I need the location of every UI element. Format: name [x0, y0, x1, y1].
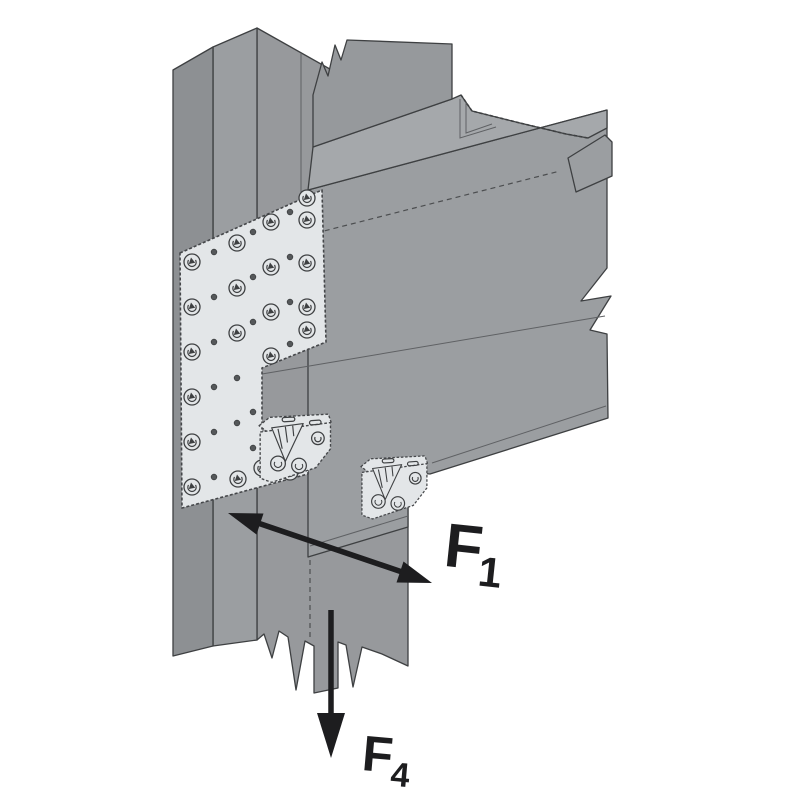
screw [262, 347, 280, 365]
f1-arrow-head-right [396, 561, 432, 583]
screw [228, 234, 246, 252]
screw [298, 298, 316, 316]
screw [183, 433, 201, 451]
beam-end-flange-tab [567, 134, 613, 193]
force-label-f4: F4 [359, 725, 414, 795]
nail-hole [249, 318, 257, 326]
nail-hole [286, 298, 294, 306]
nail-hole [210, 383, 218, 391]
screw [262, 213, 280, 231]
force-label-f1: F1 [440, 511, 507, 597]
f4-arrow-head [317, 713, 345, 758]
nail-hole [286, 340, 294, 348]
beam-front-face [307, 109, 612, 558]
nail-hole [210, 248, 218, 256]
screw [183, 388, 201, 406]
nail-hole [249, 444, 257, 452]
nail-hole [286, 208, 294, 216]
nail-hole [286, 253, 294, 261]
beam-fold-line-lower-right [431, 405, 607, 464]
screw [298, 321, 316, 339]
screw [228, 324, 246, 342]
beam-fold-line-lower-left [309, 515, 409, 547]
beam-back-flange [312, 39, 453, 148]
nail-hole [249, 408, 257, 416]
f1-arrow-head-left [228, 513, 264, 535]
screw [298, 254, 316, 272]
clip-angle-2 [360, 455, 429, 520]
screw [298, 211, 316, 229]
screw [183, 253, 201, 271]
nail-hole [233, 419, 241, 427]
f1-arrow-shaft [251, 518, 409, 577]
screw [183, 478, 201, 496]
force-arrow-f4 [317, 610, 345, 758]
force-arrow-f1 [228, 513, 432, 583]
nail-hole [210, 428, 218, 436]
beam-hidden-line [315, 170, 561, 234]
nail-hole [249, 228, 257, 236]
nail-plate-holes [210, 208, 294, 481]
screw [262, 258, 280, 276]
screw [262, 303, 280, 321]
nail-hole [249, 273, 257, 281]
nail-hole [210, 293, 218, 301]
screw [229, 470, 247, 488]
nail-hole [233, 374, 241, 382]
beam-fold-line-upper [261, 315, 606, 375]
screw [183, 298, 201, 316]
nail-hole [210, 473, 218, 481]
screw [183, 343, 201, 361]
screw [228, 279, 246, 297]
beam [261, 39, 613, 558]
screw [298, 189, 316, 207]
nail-hole [210, 338, 218, 346]
beam-top-break-edge [460, 94, 589, 139]
beam-inner-lip-detail [459, 99, 497, 139]
